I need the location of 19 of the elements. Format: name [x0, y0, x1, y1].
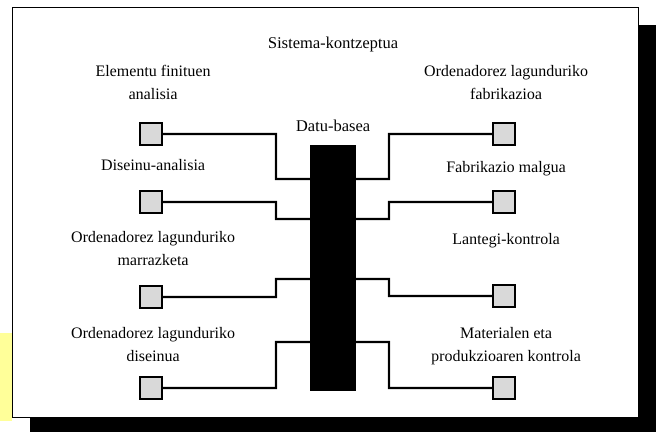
module-label: Ordenadorez lagunduriko fabrikazioa — [423, 62, 589, 105]
connector-line — [356, 200, 492, 220]
module-label: Lantegi-kontrola — [451, 230, 561, 250]
database-label: Datu-basea — [294, 115, 372, 137]
connector-line — [356, 278, 492, 298]
system-frame — [12, 7, 639, 418]
module-label: Materialen eta produkzioaren kontrola — [430, 324, 582, 367]
module-label: Ordenadorez lagunduriko diseinua — [70, 324, 236, 367]
connector-line — [163, 278, 310, 298]
connector-line — [163, 340, 310, 390]
module-label: Diseinu-analisia — [100, 156, 206, 176]
frame-heading: Sistema-kontzeptua — [266, 32, 400, 54]
module-label: Fabrikazio malgua — [445, 158, 567, 178]
module-label: Ordenadorez lagunduriko marrazketa — [70, 228, 236, 271]
module-label: Elementu finituen analisia — [94, 62, 212, 105]
connector-line — [356, 340, 492, 390]
connector-line — [356, 132, 492, 180]
connector-line — [163, 132, 310, 180]
connector-line — [163, 200, 310, 220]
